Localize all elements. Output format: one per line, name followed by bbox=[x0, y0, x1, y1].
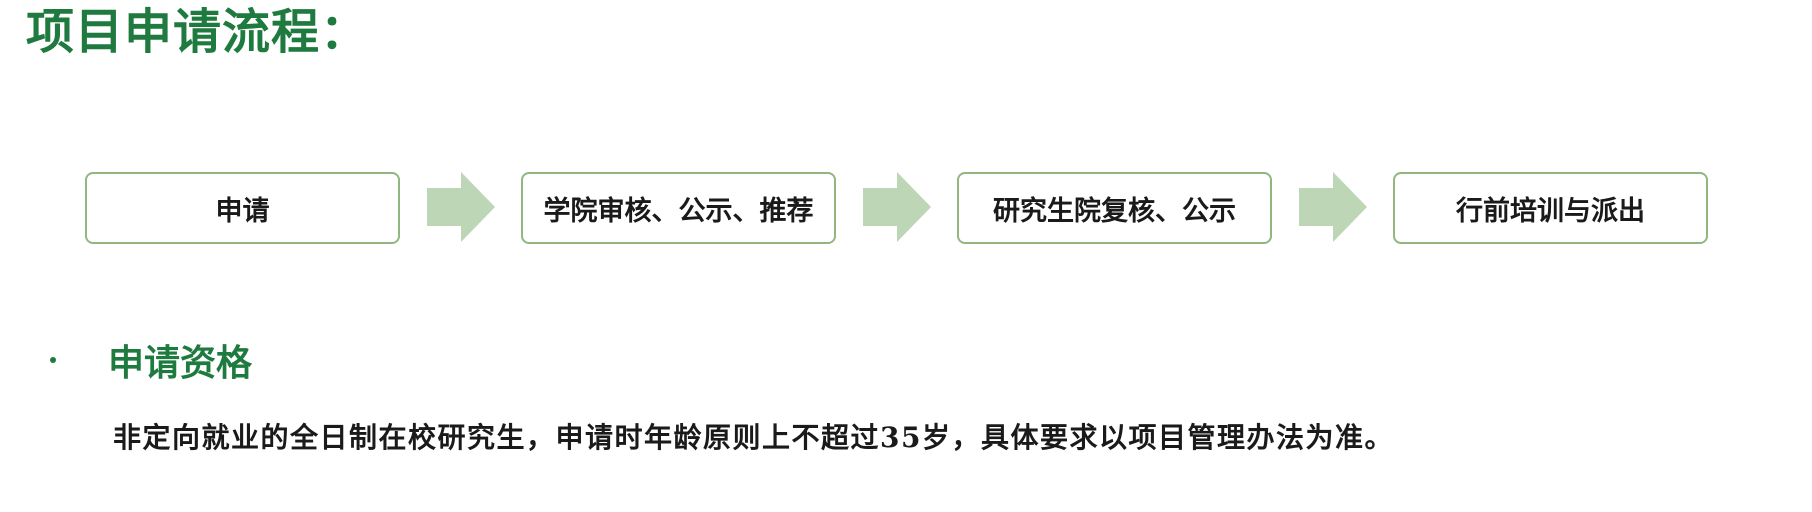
process-flow: 申请 学院审核、公示、推荐 研究生院复核、公示 行前培训与派出 bbox=[85, 172, 1710, 244]
eligibility-description: 非定向就业的全日制在校研究生，申请时年龄原则上不超过35岁，具体要求以项目管理办… bbox=[113, 421, 1394, 454]
page-title: 项目申请流程： bbox=[26, 4, 370, 60]
eligibility-heading: 申请资格 bbox=[108, 342, 253, 384]
flow-step-graduate-school-review: 研究生院复核、公示 bbox=[957, 172, 1272, 244]
flow-step-apply: 申请 bbox=[85, 172, 400, 244]
bullet-dot-icon bbox=[50, 357, 56, 363]
eligibility-section: 申请资格 bbox=[50, 330, 252, 390]
right-arrow-icon bbox=[427, 172, 495, 242]
flow-step-training-dispatch: 行前培训与派出 bbox=[1393, 172, 1708, 244]
right-arrow-icon bbox=[863, 172, 931, 242]
flow-step-college-review: 学院审核、公示、推荐 bbox=[521, 172, 836, 244]
right-arrow-icon bbox=[1299, 172, 1367, 242]
